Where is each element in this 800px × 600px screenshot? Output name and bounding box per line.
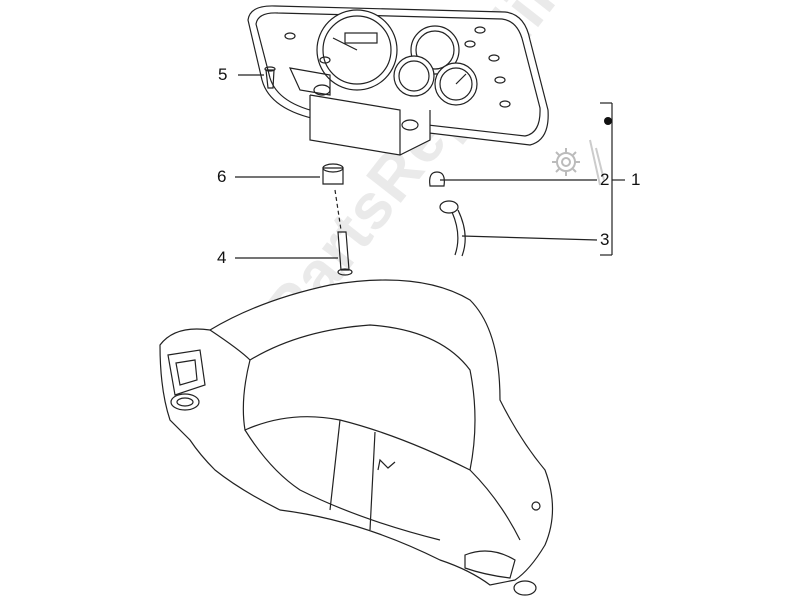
callout-1: 1 — [631, 170, 641, 189]
part-6-nut[interactable] — [322, 163, 344, 185]
callout-2: 2 — [600, 170, 610, 189]
leader-lines — [235, 74, 625, 259]
part-4-bolt[interactable] — [337, 231, 353, 276]
part-3-socket[interactable] — [439, 200, 466, 257]
gear-icon — [552, 139, 605, 186]
callout-5: 5 — [218, 65, 228, 84]
part-2-bulb[interactable] — [429, 171, 445, 187]
callout-3: 3 — [600, 230, 610, 249]
callout-4: 4 — [217, 248, 227, 267]
callout-6: 6 — [217, 167, 227, 186]
handlebar-cover[interactable] — [159, 279, 554, 596]
instrument-cluster[interactable] — [247, 5, 549, 156]
bullet-dot-icon — [604, 117, 612, 125]
part-5-screw[interactable] — [264, 66, 276, 89]
